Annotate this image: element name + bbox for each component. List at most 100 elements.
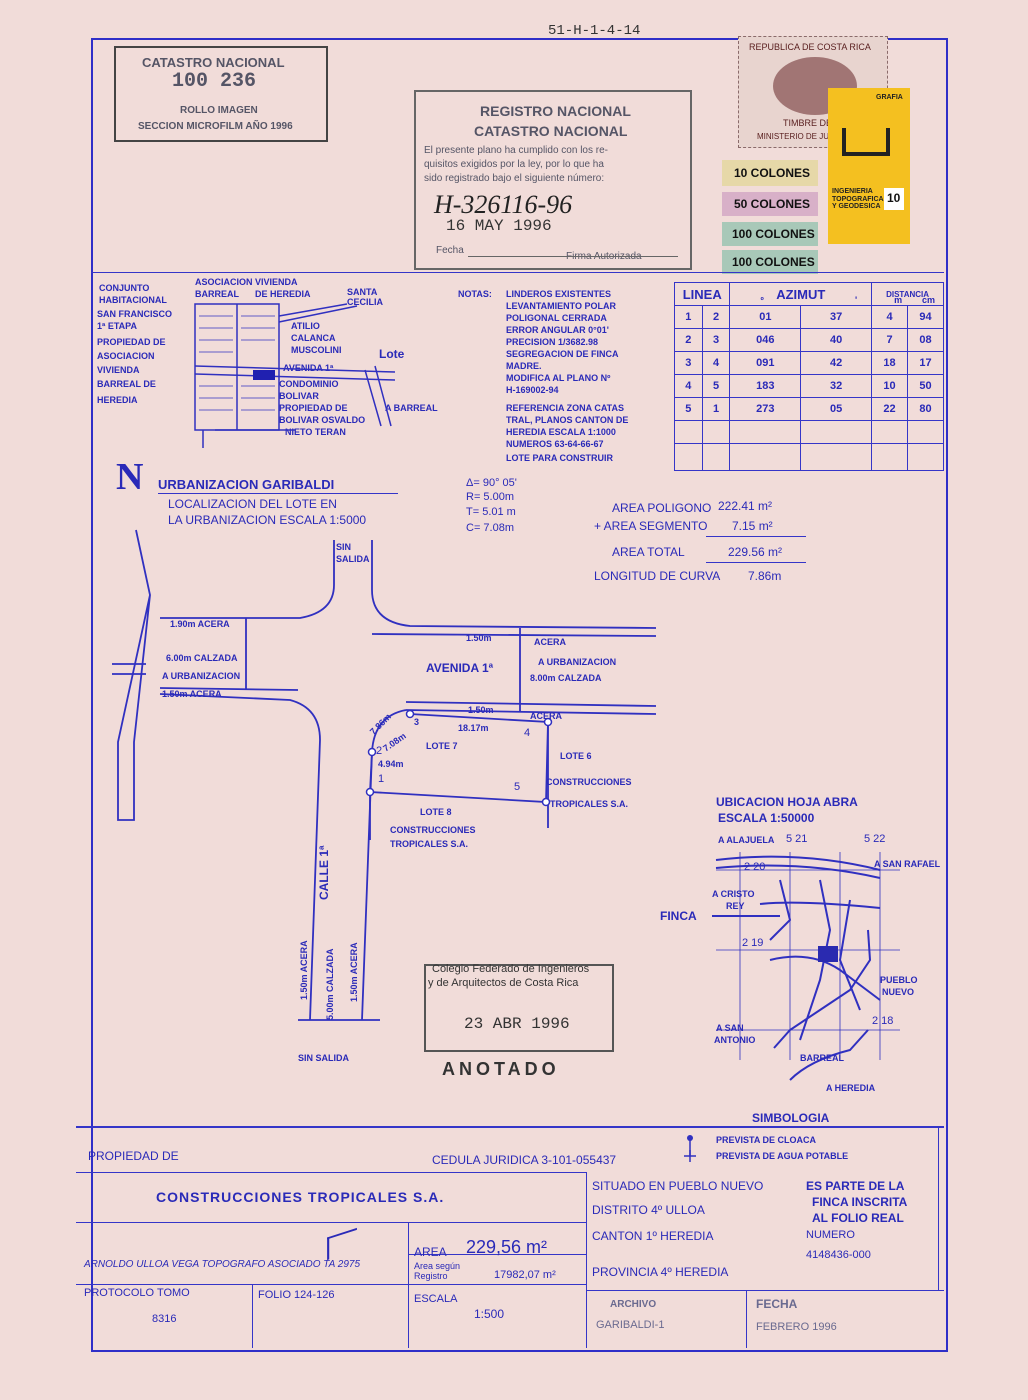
area-total-underline — [706, 562, 806, 563]
plan-p3: 3 — [414, 717, 420, 727]
sketch-avenida: AVENIDA 1ª — [283, 363, 334, 373]
azimut-sub-min: ' — [854, 295, 858, 305]
tb-vrule-area — [408, 1222, 409, 1348]
cell: 10 — [871, 374, 909, 398]
tb-folio: FOLIO 124-126 — [258, 1289, 335, 1301]
simbologia-agua: PREVISTA DE AGUA POTABLE — [716, 1151, 849, 1161]
plan-a-urbanizacion-left: A URBANIZACION — [162, 671, 241, 681]
tb-rule-4 — [408, 1254, 586, 1255]
registro-title2: CATASTRO NACIONAL — [474, 123, 628, 139]
plan-acera-left: 1.50m ACERA — [299, 940, 309, 1000]
plan-p4: 4 — [524, 727, 531, 739]
cell: 273 — [729, 397, 802, 421]
tb-numero-label: NUMERO — [806, 1229, 855, 1241]
notas-line-0: LINDEROS EXISTENTES — [506, 289, 612, 299]
azimut-sub-cm: cm — [921, 295, 935, 305]
plan-acera-right: 1.50m ACERA — [349, 942, 359, 1002]
header-code: 51-H-1-4-14 — [548, 23, 641, 39]
azimut-header-distancia: DISTANCIA m cm — [871, 282, 944, 306]
area-sum-rule — [706, 536, 806, 537]
location-sketch: CONJUNTO HABITACIONAL SAN FRANCISCO 1ª E… — [95, 276, 455, 466]
notas-line-5: SEGREGACION DE FINCA — [506, 349, 619, 359]
plan-p2: 2 — [376, 745, 383, 757]
azimut-sub-deg: º — [760, 295, 764, 305]
registro-date: 16 MAY 1996 — [446, 217, 552, 235]
cell: 40 — [800, 328, 873, 352]
plan-m150b: 1.50m — [468, 705, 494, 715]
area-poligono-value: 222.41 m² — [718, 499, 773, 513]
registro-line1: El presente plano ha cumplido con los re… — [424, 145, 608, 156]
area-segmento-value: 7.15 m² — [732, 519, 773, 533]
table-row — [674, 443, 944, 471]
cell: 50 — [907, 374, 944, 398]
tb-archivo-value: GARIBALDI-1 — [596, 1319, 665, 1331]
cell: 17 — [907, 351, 944, 375]
grafia-label: GRAFIA — [876, 94, 903, 101]
plan-a-urbanizacion-right: A URBANIZACION — [538, 657, 617, 667]
value-stamp-100a: 100 COLONES — [722, 222, 818, 246]
sketch-label-6: VIVIENDA — [97, 365, 140, 375]
plan-sin-salida-top: SIN SALIDA — [336, 542, 370, 564]
tb-rule-top — [76, 1126, 944, 1128]
ingenieria-stamp: GRAFIA INGENIERIA TOPOGRAFICA Y GEODESIC… — [828, 88, 910, 244]
signature-icon — [327, 1227, 357, 1261]
value-stamp-100b: 100 COLONES — [722, 250, 818, 274]
cell: 01 — [729, 305, 802, 329]
sketch-label-0: CONJUNTO — [99, 283, 150, 293]
plan-calzada-600: 6.00m CALZADA — [166, 653, 238, 663]
urbanizacion-sub1: LOCALIZACION DEL LOTE EN — [168, 497, 337, 511]
cell: 94 — [907, 305, 944, 329]
ubic-heredia: A HEREDIA — [826, 1083, 876, 1093]
colegio-anotado: ANOTADO — [442, 1059, 560, 1079]
sketch-cecilia: CECILIA — [347, 297, 383, 307]
catastro-rollo: ROLLO IMAGEN — [180, 105, 258, 116]
ubic-n219: 2 19 — [742, 937, 764, 949]
plan-calzada-vert: 5.00m CALZADA — [325, 948, 335, 1020]
notas-line-10: TRAL, PLANOS CANTON DE — [506, 415, 629, 425]
tb-es-parte2: FINCA INSCRITA — [812, 1195, 908, 1209]
curve-t: T= 5.01 m — [466, 506, 516, 518]
registro-title1: REGISTRO NACIONAL — [480, 103, 631, 119]
timbre-archivos-stamp: REPUBLICA DE COSTA RICA TIMBRE DE ARCHIV… — [738, 36, 888, 148]
sketch-label-1: HABITACIONAL — [99, 295, 167, 305]
sketch-propiedad: PROPIEDAD DE — [279, 403, 348, 413]
notas-block: NOTAS: LINDEROS EXISTENTES LEVANTAMIENTO… — [456, 286, 671, 476]
tb-canton: CANTON 1º HEREDIA — [592, 1229, 714, 1243]
north-arrow-letter: N — [116, 456, 144, 498]
cell: 4 — [701, 351, 731, 375]
tb-vrule-folio — [252, 1284, 253, 1348]
registro-line2: quisitos exigidos por la ley, por lo que… — [424, 159, 604, 170]
upper-section-rule — [91, 272, 944, 273]
ubic-rey: REY — [726, 901, 745, 911]
tb-distrito: DISTRITO 4º ULLOA — [592, 1203, 705, 1217]
registro-fecha: Fecha — [436, 245, 464, 256]
plan-constr-a: CONSTRUCCIONES — [546, 777, 632, 787]
plan-acera-b: ACERA — [530, 711, 563, 721]
simbologia-title: SIMBOLOGIA — [752, 1111, 830, 1125]
tb-fecha-label: FECHA — [756, 1297, 798, 1311]
tb-es-parte3: AL FOLIO REAL — [812, 1211, 904, 1225]
notas-line-2: POLIGONAL CERRADA — [506, 313, 607, 323]
sketch-label-2: SAN FRANCISCO — [97, 309, 173, 319]
simbologia-cloaca: PREVISTA DE CLOACA — [716, 1135, 817, 1145]
plan-lote7: LOTE 7 — [426, 741, 458, 751]
cell: 05 — [800, 397, 873, 421]
tb-situado: SITUADO EN PUEBLO NUEVO — [592, 1179, 764, 1193]
sketch-condominio: CONDOMINIO — [279, 379, 339, 389]
catastro-title: CATASTRO NACIONAL — [142, 55, 285, 70]
ubicacion-escala: ESCALA 1:50000 — [718, 811, 815, 825]
notas-line-9: REFERENCIA ZONA CATAS — [506, 403, 624, 413]
sketch-asoc1: ASOCIACION VIVIENDA — [195, 277, 298, 287]
tb-rule-3 — [76, 1284, 586, 1285]
area-poligono-label: AREA POLIGONO — [612, 501, 712, 515]
plan-tropicales-b: TROPICALES S.A. — [390, 839, 469, 849]
cell: 32 — [800, 374, 873, 398]
colegio-stamp: Colegio Federado de Ingenieros y de Arqu… — [420, 960, 616, 1080]
colegio-line2: y de Arquitectos de Costa Rica — [428, 977, 579, 989]
tb-rule-2 — [76, 1222, 586, 1223]
sketch-drawing — [194, 303, 396, 448]
sketch-label-3: 1ª ETAPA — [97, 321, 138, 331]
azimut-header-azimut: AZIMUT º ' — [729, 282, 873, 306]
tb-owner: CONSTRUCCIONES TROPICALES S.A. — [156, 1189, 445, 1205]
